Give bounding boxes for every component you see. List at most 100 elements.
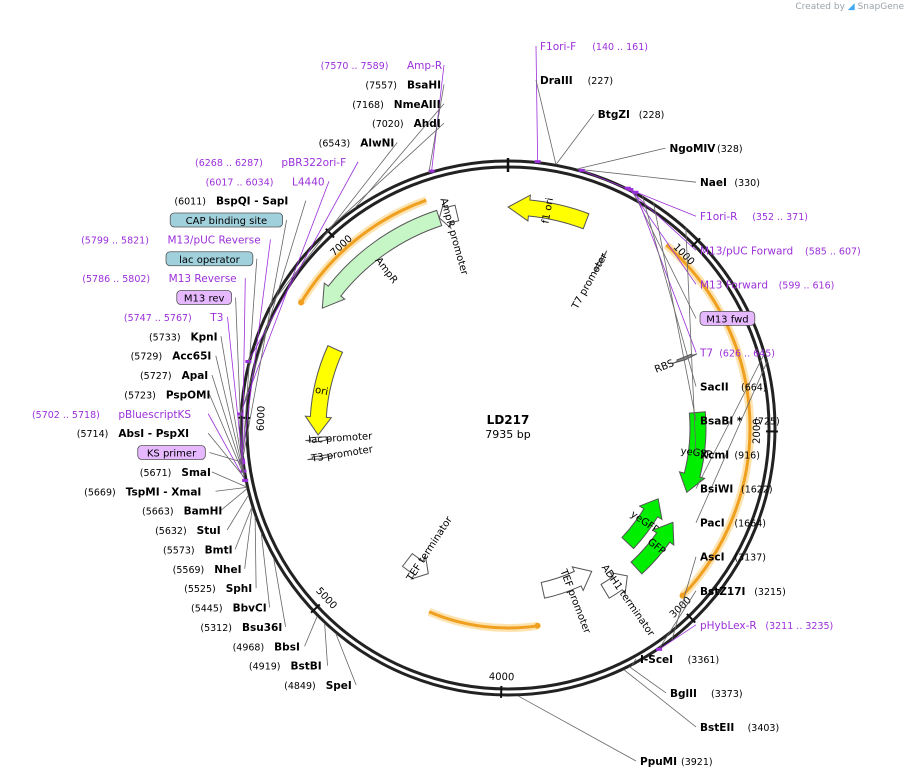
enzyme-label[interactable]: PpuMI(3921) bbox=[640, 756, 713, 768]
leader-line bbox=[211, 374, 245, 476]
site-name: Acc65I bbox=[172, 351, 211, 363]
leader-line bbox=[695, 360, 768, 523]
leader-line bbox=[273, 557, 286, 627]
primer-label[interactable]: pBluescriptKS (5702 .. 5718) bbox=[32, 409, 191, 421]
enzyme-label[interactable]: PacI(1664) bbox=[700, 518, 766, 530]
site-position: (5663) bbox=[142, 507, 174, 518]
feature-box-text: M13 fwd bbox=[706, 314, 748, 325]
site-position: (5702 .. 5718) bbox=[32, 410, 100, 421]
enzyme-label[interactable]: AhdI(7020) bbox=[372, 118, 441, 130]
primer-label[interactable]: L4440(6017 .. 6034) bbox=[206, 176, 325, 188]
enzyme-label[interactable]: NaeI(330) bbox=[700, 177, 760, 189]
feature-box-text: KS primer bbox=[147, 449, 197, 460]
enzyme-label[interactable]: Acc65I(5729) bbox=[131, 351, 212, 363]
plasmid-center: LD217 7935 bp bbox=[485, 413, 530, 441]
enzyme-label[interactable]: StuI(5632) bbox=[155, 525, 221, 537]
feature-label: T3 promoter bbox=[310, 444, 375, 465]
leader-line bbox=[555, 113, 595, 165]
site-position: (3373) bbox=[711, 689, 743, 700]
feature-box-label[interactable]: CAP binding site bbox=[169, 212, 284, 228]
enzyme-label[interactable]: BstEII(3403) bbox=[700, 722, 779, 734]
enzyme-label[interactable]: BstZ17I(3215) bbox=[700, 586, 786, 598]
feature-box-label[interactable]: KS primer bbox=[137, 445, 206, 460]
site-name: M13/pUC Reverse bbox=[167, 234, 260, 246]
enzyme-label[interactable]: BbvCI(5445) bbox=[191, 603, 267, 615]
site-name: AhdI bbox=[414, 118, 441, 130]
primer-label[interactable]: F1ori-F(140 .. 161) bbox=[540, 41, 648, 53]
primer-label[interactable]: T7(626 .. 645) bbox=[699, 347, 775, 359]
enzyme-label[interactable]: I-SceI(3361) bbox=[640, 654, 719, 666]
primer-label[interactable]: T3(5747 .. 5767) bbox=[124, 312, 224, 324]
site-name: M13 Forward bbox=[700, 279, 768, 291]
leader-line bbox=[581, 169, 697, 217]
leader-line bbox=[260, 532, 271, 608]
feature-arrow bbox=[540, 566, 593, 599]
site-position: (5573) bbox=[163, 545, 195, 556]
primer-label[interactable]: M13 Reverse(5786 .. 5802) bbox=[82, 273, 236, 285]
enzyme-label[interactable]: BsaHI(7557) bbox=[365, 79, 441, 91]
enzyme-label[interactable]: BstBI(4919) bbox=[249, 661, 322, 673]
feature-box-label[interactable]: lac operator bbox=[165, 251, 254, 267]
primer-label[interactable]: M13 Forward(599 .. 616) bbox=[700, 279, 834, 291]
feature-label: f1 ori bbox=[541, 197, 557, 225]
site-position: (3211 .. 3235) bbox=[765, 621, 833, 632]
leader-line bbox=[207, 413, 246, 481]
leader-line bbox=[220, 336, 245, 475]
enzyme-label[interactable]: BmtI(5573) bbox=[163, 544, 232, 556]
site-position: (330) bbox=[734, 178, 760, 189]
enzyme-label[interactable]: BspQI - SapI(6011) bbox=[174, 196, 288, 208]
leader-line bbox=[209, 394, 245, 477]
enzyme-label[interactable]: ApaI(5727) bbox=[140, 370, 208, 382]
feature-box-label[interactable]: M13 fwd bbox=[699, 310, 756, 326]
enzyme-label[interactable]: BbsI(4968) bbox=[233, 641, 300, 653]
primer-label[interactable]: Amp-R(7570 .. 7589) bbox=[321, 60, 443, 72]
site-name: M13/pUC Forward bbox=[700, 245, 793, 257]
feature-arrow bbox=[600, 571, 628, 599]
feature-box-label[interactable]: M13 rev bbox=[176, 290, 232, 305]
enzyme-label[interactable]: DraIII(227) bbox=[540, 75, 613, 87]
leader-line bbox=[234, 506, 253, 550]
site-name: I-SceI bbox=[640, 654, 673, 666]
site-name: DraIII bbox=[540, 75, 573, 87]
site-position: (328) bbox=[717, 144, 743, 155]
primer-label[interactable]: M13/pUC Reverse(5799 .. 5821) bbox=[81, 234, 261, 246]
site-position: (5671) bbox=[140, 468, 172, 479]
enzyme-label[interactable]: NmeAIII(7168) bbox=[352, 99, 440, 111]
enzyme-label[interactable]: BamHI(5663) bbox=[142, 506, 222, 518]
primer-label[interactable]: pBR322ori-F(6268 .. 6287) bbox=[195, 157, 346, 169]
primer-label[interactable]: F1ori-R(352 .. 371) bbox=[700, 211, 808, 223]
enzyme-label[interactable]: BglII(3373) bbox=[670, 688, 743, 700]
enzyme-label[interactable]: NheI(5569) bbox=[173, 564, 242, 576]
enzyme-label[interactable]: TspMI - XmaI(5669) bbox=[84, 486, 201, 498]
enzyme-label[interactable]: BsaBI *(725) bbox=[700, 416, 780, 428]
feature-label: TEF terminator bbox=[405, 514, 456, 584]
enzyme-label[interactable]: SphI(5525) bbox=[184, 583, 252, 595]
enzyme-label[interactable]: Bsu36I(5312) bbox=[200, 622, 282, 634]
enzyme-label[interactable]: PspOMI(5723) bbox=[124, 389, 210, 401]
site-position: (4968) bbox=[233, 642, 265, 653]
site-name: AlwNI bbox=[360, 138, 394, 150]
feature-label: RBS bbox=[653, 358, 676, 376]
site-name: PspOMI bbox=[166, 389, 211, 401]
enzyme-label[interactable]: KpnI(5733) bbox=[149, 331, 218, 343]
enzyme-label[interactable]: SmaI(5671) bbox=[140, 467, 211, 479]
leader-line bbox=[215, 355, 245, 476]
feature-box-text: M13 rev bbox=[184, 294, 225, 305]
feature-box bbox=[137, 445, 206, 460]
enzyme-label[interactable]: BtgZI(228) bbox=[598, 109, 665, 121]
primer-label[interactable]: pHybLex-R(3211 .. 3235) bbox=[700, 620, 833, 632]
enzyme-label[interactable]: BsiWI(1622) bbox=[700, 484, 773, 496]
primer-label[interactable]: M13/pUC Forward(585 .. 607) bbox=[700, 245, 861, 257]
enzyme-label[interactable]: XcmI(916) bbox=[700, 450, 760, 462]
site-name: pBluescriptKS bbox=[118, 409, 191, 421]
leader-line bbox=[576, 147, 666, 170]
enzyme-label[interactable]: SacII(664) bbox=[700, 381, 767, 393]
site-position: (6268 .. 6287) bbox=[195, 158, 263, 169]
site-position: (5445) bbox=[191, 604, 223, 615]
enzyme-label[interactable]: AlwNI(6543) bbox=[319, 138, 395, 150]
enzyme-label[interactable]: AbsI - PspXI(5714) bbox=[77, 428, 189, 440]
site-position: (5714) bbox=[77, 429, 109, 440]
enzyme-label[interactable]: NgoMIV(328) bbox=[669, 143, 742, 155]
enzyme-label[interactable]: AscI(3137) bbox=[700, 552, 766, 564]
enzyme-label[interactable]: SpeI(4849) bbox=[284, 680, 352, 692]
